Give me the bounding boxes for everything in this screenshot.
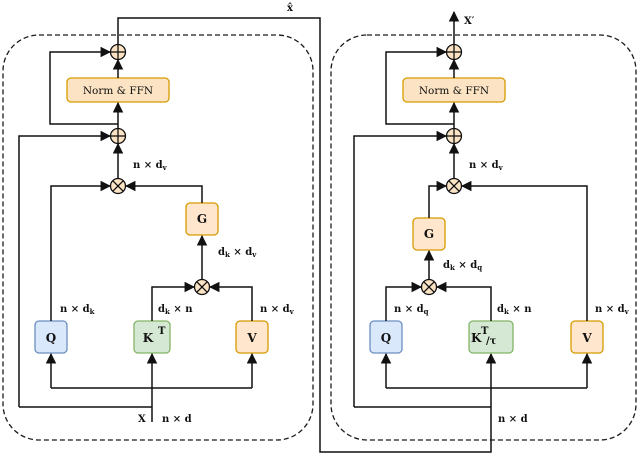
- left-query-label: Q: [46, 331, 56, 345]
- left-value-label: V: [246, 331, 257, 345]
- left-key-label: K: [143, 331, 154, 345]
- right-key-label: K: [471, 331, 482, 345]
- left-v-dim: n × dv: [260, 304, 295, 316]
- right-input-dim: n × d: [498, 414, 528, 425]
- right-add-mid: [445, 127, 463, 145]
- right-mul-qk: [420, 278, 438, 296]
- right-kt-dim: dk × n: [497, 304, 532, 316]
- left-add-mid: [109, 127, 127, 145]
- right-key-scale: /τ: [486, 336, 497, 347]
- left-block: Norm & FFN G Q K T V n × dv dk: [18, 3, 497, 453]
- left-q-dim: n × dk: [60, 304, 95, 316]
- right-query-label: Q: [381, 331, 391, 345]
- right-out-dim: n × dv: [469, 160, 504, 172]
- right-value-label: V: [581, 331, 592, 345]
- right-block: Norm & FFN G Q K T /τ V n × dv dk × dq n…: [353, 10, 630, 425]
- left-add-top: [109, 43, 127, 61]
- left-kt-dim: dk × n: [158, 304, 193, 316]
- right-key-sup: T: [481, 326, 489, 337]
- output-x-label: X′: [464, 16, 475, 27]
- right-gate-label: G: [424, 227, 434, 241]
- left-out-dim: n × dv: [133, 160, 168, 172]
- left-gate-label: G: [197, 212, 207, 226]
- left-mul-kv: [193, 278, 211, 296]
- input-dim: n × d: [162, 414, 192, 425]
- right-mul-out: [445, 177, 463, 195]
- input-x-label: X: [138, 414, 146, 425]
- right-v-dim: n × dv: [595, 304, 630, 316]
- right-kq-dim: dk × dq: [443, 260, 482, 272]
- left-norm-ffn-label: Norm & FFN: [83, 85, 153, 97]
- right-add-top: [445, 43, 463, 61]
- left-block-frame: [2, 34, 314, 441]
- left-key-sup: T: [158, 326, 166, 337]
- right-norm-ffn-label: Norm & FFN: [419, 85, 489, 97]
- right-q-dim: n × dq: [394, 304, 429, 316]
- right-block-frame: [330, 34, 637, 441]
- left-kv-dim: dk × dv: [218, 247, 257, 259]
- x-hat-label: x̂: [287, 3, 294, 14]
- left-mul-out: [109, 177, 127, 195]
